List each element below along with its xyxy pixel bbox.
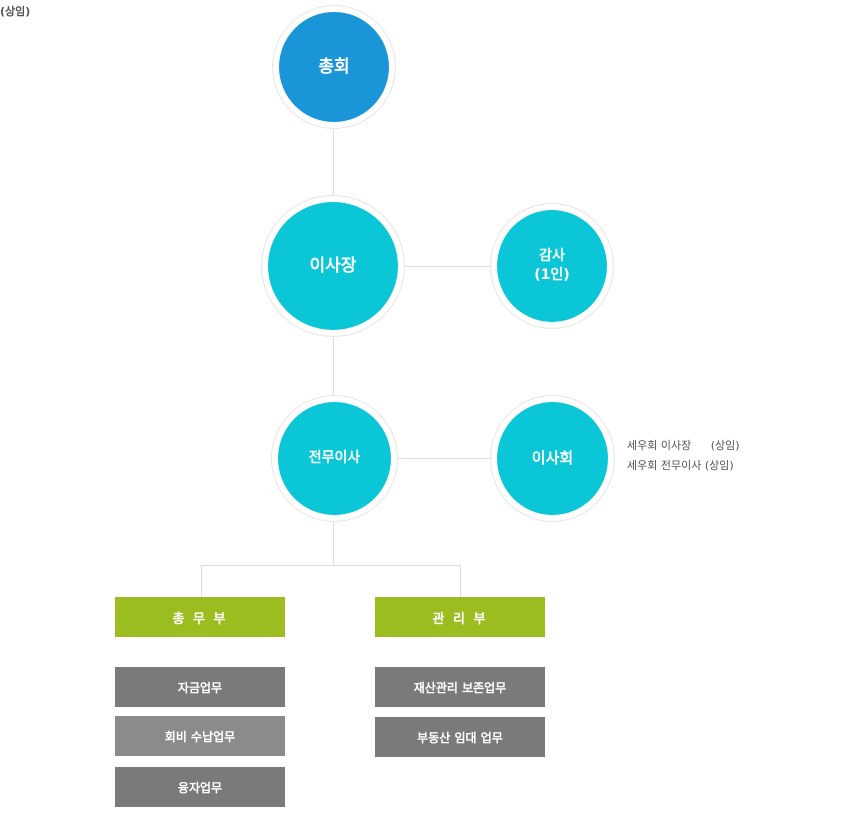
connector-executive-down [333, 515, 334, 565]
board-member-status: (상임) [704, 459, 734, 472]
board-label: 이사회 [531, 449, 574, 468]
executive-director-node: 전무이사 [278, 402, 391, 515]
task-item: 회비 수납업무 [115, 716, 285, 756]
department-management: 관 리 부 [375, 597, 545, 637]
task-item: 융자업무 [115, 767, 285, 807]
board-member-row: 세우회 이사장 (상임) [627, 436, 740, 456]
connector-executive-board [391, 458, 498, 459]
connector-chairman-executive [333, 330, 334, 402]
board-member-row: 세우회 전무이사 (상임) [627, 456, 740, 476]
general-meeting-label: 총회 [318, 56, 350, 77]
connector-general-chairman [333, 125, 334, 203]
connector-chairman-auditor [398, 266, 498, 267]
corner-note: (상임) [0, 5, 31, 18]
auditor-count: (1인) [534, 267, 570, 283]
board-members-note: 세우회 이사장 (상임) 세우회 전무이사 (상임) [627, 436, 740, 476]
board-member-role: 세우회 이사장 [627, 439, 692, 452]
chairman-label: 이사장 [309, 255, 357, 276]
connector-branch-horizontal [201, 565, 461, 566]
chairman-node: 이사장 [268, 202, 398, 330]
connector-branch-left [201, 565, 202, 597]
task-item: 자금업무 [115, 667, 285, 707]
task-item: 부동산 임대 업무 [375, 717, 545, 757]
general-meeting-node: 총회 [279, 12, 389, 122]
board-node: 이사회 [497, 402, 608, 515]
board-member-role: 세우회 전무이사 [627, 459, 702, 472]
connector-branch-right [460, 565, 461, 597]
auditor-label: 감사 [539, 248, 565, 265]
task-item: 재산관리 보존업무 [375, 667, 545, 707]
board-member-status: (상임) [710, 439, 740, 452]
executive-director-label: 전무이사 [308, 450, 361, 467]
department-general-affairs: 총 무 부 [115, 597, 285, 637]
auditor-node: 감사 (1인) [497, 210, 607, 322]
